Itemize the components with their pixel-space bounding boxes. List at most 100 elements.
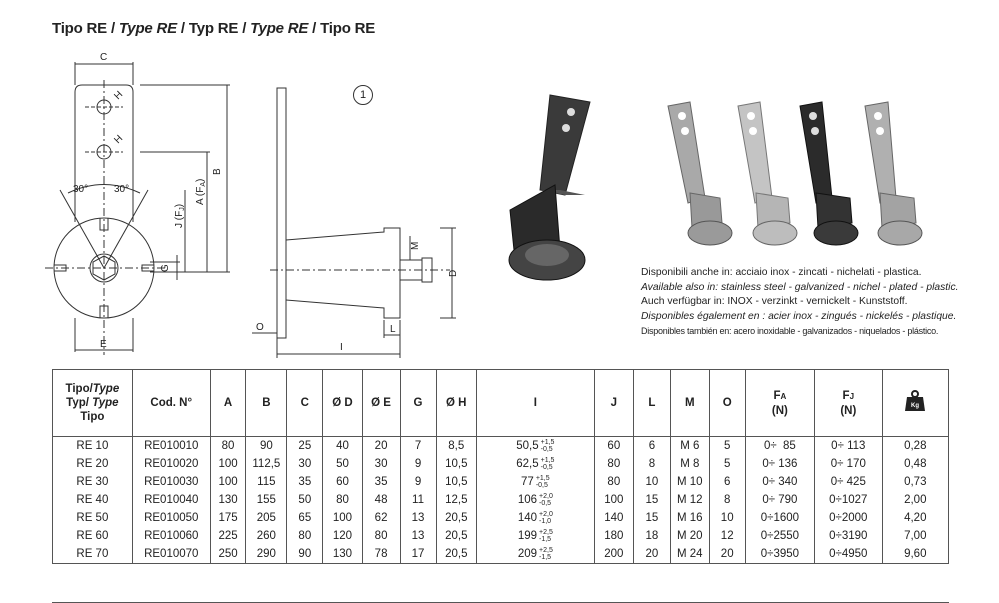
table-cell-i: 209+2,5-1,5 [476, 545, 595, 564]
header-b: B [245, 369, 288, 437]
table-cell-fj: 0÷2000 [814, 509, 883, 527]
table-cell-e: 80 [361, 527, 401, 545]
table-cell-fj: 0÷ 170 [814, 455, 883, 473]
table-cell-l: 18 [632, 527, 671, 545]
title-part: / Tipo RE [308, 20, 376, 37]
header-m: M [669, 369, 710, 437]
variant-inox [667, 101, 733, 246]
availability-notes: Disponibili anche in: acciaio inox - zin… [641, 266, 958, 339]
header-c: C [286, 369, 324, 437]
table-cell-l: 20 [632, 545, 671, 564]
table-cell-h: 20,5 [435, 509, 478, 527]
table-cell-h: 12,5 [435, 491, 478, 509]
table-cell-g: 7 [399, 436, 437, 455]
table-cell-j: 100 [593, 491, 634, 509]
table-cell-g: 13 [399, 509, 437, 527]
table-cell-fj: 0÷1027 [814, 491, 883, 509]
table-cell-kg: 7,00 [881, 527, 950, 545]
table-cell-c: 80 [286, 527, 324, 545]
table-cell-j: 80 [593, 473, 634, 491]
header-g: G [399, 369, 437, 437]
variant-black [799, 101, 859, 246]
availability-en: Available also in: stainless steel - gal… [641, 281, 959, 293]
table-cell-h: 10,5 [435, 473, 478, 491]
table-cell-l: 8 [632, 455, 671, 473]
table-cell-d: 100 [322, 509, 363, 527]
dim-label-g: G [160, 264, 171, 272]
table-cell-fj: 0÷3190 [814, 527, 883, 545]
table-cell-d: 40 [322, 436, 363, 455]
table-cell-d: 120 [322, 527, 363, 545]
header-i: I [476, 369, 595, 437]
table-cell-c: 90 [286, 545, 324, 564]
table-cell-g: 9 [399, 473, 437, 491]
table-cell-c: 30 [286, 455, 324, 473]
header-l: L [632, 369, 671, 437]
table-cell-g: 17 [399, 545, 437, 564]
table-cell-fa: 0÷ 136 [744, 455, 816, 473]
table-cell-o: 12 [708, 527, 746, 545]
header-e: Ø E [361, 369, 401, 437]
table-cell-i: 199+2,5-1,5 [476, 527, 595, 545]
header-fa: FA(N) [744, 369, 816, 437]
table-cell-tipo: RE 60 [52, 527, 133, 545]
table-cell-e: 78 [361, 545, 401, 564]
table-cell-kg: 0,73 [881, 473, 950, 491]
dim-label-h1: H [112, 89, 125, 102]
table-cell-d: 60 [322, 473, 363, 491]
table-cell-fj: 0÷ 113 [814, 436, 883, 455]
table-cell-l: 15 [632, 491, 671, 509]
table-cell-i: 62,5+1,5-0,5 [476, 455, 595, 473]
table-cell-fa: 0÷3950 [744, 545, 816, 564]
weight-kg-icon: Kg [905, 390, 926, 411]
header-h: Ø H [435, 369, 478, 437]
table-cell-kg: 9,60 [881, 545, 950, 564]
table-cell-tipo: RE 50 [52, 509, 133, 527]
table-cell-tipo: RE 40 [52, 491, 133, 509]
table-cell-m: M 10 [669, 473, 710, 491]
title-part: Tipo RE / [52, 20, 119, 37]
table-cell-m: M 6 [669, 436, 710, 455]
table-cell-cod: RE010040 [131, 491, 211, 509]
table-cell-j: 60 [593, 436, 634, 455]
table-cell-c: 25 [286, 436, 324, 455]
page-title: Tipo RE / Type RE / Typ RE / Type RE / T… [52, 20, 375, 37]
dim-label-o: O [256, 322, 264, 333]
table-cell-kg: 0,28 [881, 436, 950, 455]
table-cell-fa: 0÷ 790 [744, 491, 816, 509]
table-cell-i: 140+2,0-1,0 [476, 509, 595, 527]
table-cell-cod: RE010050 [131, 509, 211, 527]
table-cell-e: 62 [361, 509, 401, 527]
table-cell-a: 100 [209, 455, 247, 473]
table-cell-tipo: RE 20 [52, 455, 133, 473]
table-cell-kg: 0,48 [881, 455, 950, 473]
availability-fr: Disponibles également en : acier inox - … [641, 310, 957, 322]
table-cell-l: 6 [632, 436, 671, 455]
table-cell-e: 20 [361, 436, 401, 455]
product-photo-large [508, 94, 591, 281]
table-cell-a: 100 [209, 473, 247, 491]
header-tipo: Tipo/Type Typ/ Type Tipo [52, 369, 133, 437]
table-cell-b: 205 [245, 509, 288, 527]
table-cell-tipo: RE 70 [52, 545, 133, 564]
table-cell-kg: 4,20 [881, 509, 950, 527]
dim-label-c: C [100, 52, 107, 63]
table-cell-o: 5 [708, 436, 746, 455]
table-cell-o: 10 [708, 509, 746, 527]
table-cell-j: 180 [593, 527, 634, 545]
table-cell-a: 80 [209, 436, 247, 455]
table-cell-b: 115 [245, 473, 288, 491]
dim-label-j: J (FJ) [174, 204, 186, 228]
table-cell-c: 65 [286, 509, 324, 527]
dim-label-i: I [340, 342, 343, 353]
angle-label-right: 30° [114, 184, 129, 195]
table-cell-h: 8,5 [435, 436, 478, 455]
table-cell-fj: 0÷4950 [814, 545, 883, 564]
table-cell-o: 20 [708, 545, 746, 564]
table-cell-d: 50 [322, 455, 363, 473]
table-cell-d: 130 [322, 545, 363, 564]
